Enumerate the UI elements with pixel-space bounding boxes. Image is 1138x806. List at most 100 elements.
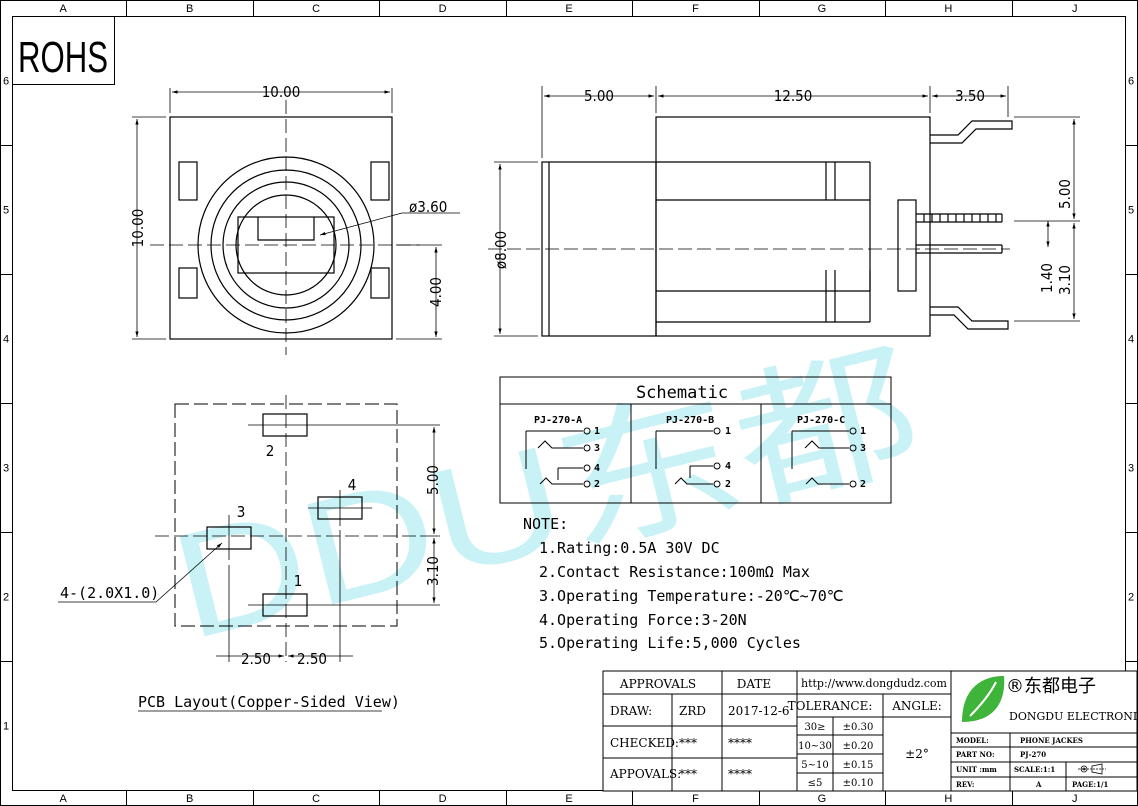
rohs-label: ROHS <box>18 33 108 82</box>
frame-row-label: 3 <box>3 463 9 475</box>
tb-row-label: CHECKED: <box>610 736 679 750</box>
frame-column-label: D <box>439 793 447 805</box>
frame-column-label: G <box>818 793 827 805</box>
side-pin-spacing: 5.00 <box>1056 179 1074 209</box>
schematic-c-pin-1: 1 <box>860 426 866 437</box>
schematic-variant-b-name: PJ-270-B <box>666 415 714 426</box>
pcb-caption: PCB Layout(Copper-Sided View) <box>138 693 400 711</box>
tb-part-label: PART NO: <box>956 750 995 759</box>
frame-column-label: G <box>818 3 827 15</box>
frame-row-label: 5 <box>3 205 9 217</box>
frame-column-label: B <box>186 3 193 15</box>
tb-tol-value: ±0.20 <box>843 741 874 752</box>
title-block-info: MODEL: PHONE JACKES PART NO: PJ-270 UNIT… <box>956 736 1109 789</box>
schematic-box <box>499 376 892 504</box>
schematic-a-pin-2: 2 <box>594 479 600 490</box>
note-item: 3.Operating Temperature:-20℃~70℃ <box>539 587 844 605</box>
tb-rev-label: REV: <box>956 780 974 789</box>
tb-row-label: APPOVALS: <box>609 767 681 781</box>
tb-tol-range: 5~10 <box>801 760 828 771</box>
tb-part-value: PJ-270 <box>1020 750 1046 759</box>
front-view-dims: 10.00 10.00 ø3.60 4.00 <box>129 83 447 307</box>
schematic-c-pin-2: 2 <box>860 479 866 490</box>
tb-row-when: 2017-12-6 <box>728 704 790 718</box>
company-logo: ®东都电子 DONGDU ELECTRONICS <box>962 676 1138 723</box>
side-pin-offset-2: 3.10 <box>1056 265 1074 295</box>
tb-scale: SCALE:1:1 <box>1014 765 1055 774</box>
frame-column-label: A <box>60 3 68 15</box>
rohs-mark: ROHS <box>12 16 115 85</box>
schematic-b-pin-4: 4 <box>725 461 731 472</box>
side-view <box>488 86 1080 337</box>
tb-tol-range: 10~30 <box>798 741 832 752</box>
pcb-layout <box>58 395 440 712</box>
frame-row-label: 5 <box>1128 205 1134 217</box>
pcb-pad-label-2: 2 <box>266 442 275 460</box>
frame-row-label: 6 <box>3 76 9 88</box>
notes: NOTE: 1.Rating:0.5A 30V DC 2.Contact Res… <box>523 515 844 652</box>
frame-column-label: F <box>692 793 699 805</box>
frame-column-label: J <box>1072 793 1078 805</box>
tb-tolerance-header: TOLERANCE: <box>788 699 873 713</box>
frame-row-label: 2 <box>3 592 9 604</box>
note-item: 2.Contact Resistance:100mΩ Max <box>539 563 810 581</box>
schematic-pj270a: PJ-270-A 1 3 4 2 <box>525 415 600 490</box>
title-block <box>602 670 1138 792</box>
side-pin-offset-1: 1.40 <box>1038 263 1056 293</box>
schematic-b-pin-1: 1 <box>725 426 731 437</box>
frame-row-label: 3 <box>1128 463 1134 475</box>
tb-url: http://www.dongdudz.com <box>801 677 948 690</box>
front-hole-dim: ø3.60 <box>409 198 447 216</box>
tb-row-when: **** <box>728 736 752 750</box>
front-view <box>132 88 460 355</box>
frame-row-label: 1 <box>3 721 9 733</box>
side-dim-a: 5.00 <box>584 87 614 105</box>
frame-column-label: E <box>565 3 572 15</box>
schematic-pj270b: PJ-270-B 1 4 2 <box>655 415 731 490</box>
note-item: 5.Operating Life:5,000 Cycles <box>539 634 801 652</box>
front-offset-dim: 4.00 <box>427 277 445 307</box>
side-dim-c: 3.50 <box>955 87 985 105</box>
frame-row-label: 4 <box>3 334 9 346</box>
note-item: 4.Operating Force:3-20N <box>539 611 747 629</box>
pcb-pad-note: 4-(2.0X1.0) <box>60 584 159 602</box>
frame-zone-labels: AABBCCDDEEFFGGHHJJ665544332211 <box>3 3 1134 805</box>
schematic-a-pin-3: 3 <box>594 443 600 454</box>
frame-column-label: E <box>565 793 572 805</box>
tb-rev-value: A <box>1035 780 1042 789</box>
tb-row-label: DRAW: <box>610 704 652 718</box>
tb-page: PAGE:1/1 <box>1072 780 1109 789</box>
tb-row-who: *** <box>679 767 697 781</box>
tb-tol-value: ±0.30 <box>843 722 874 733</box>
front-width-dim: 10.00 <box>262 83 301 101</box>
frame-column-label: C <box>312 3 320 15</box>
pcb-pad-label-4: 4 <box>348 476 357 494</box>
schematic-b-pin-2: 2 <box>725 479 731 490</box>
frame-column-label: A <box>60 793 68 805</box>
frame-column-label: H <box>944 3 952 15</box>
tb-model-value: PHONE JACKES <box>1020 736 1083 745</box>
side-diameter: ø8.00 <box>492 231 510 269</box>
tb-model-label: MODEL: <box>956 736 989 745</box>
title-block-text: APPROVALS DATE http://www.dongdudz.com T… <box>609 677 948 789</box>
company-name-en: DONGDU ELECTRONICS <box>1009 710 1138 723</box>
schematic-variant-c-name: PJ-270-C <box>797 415 845 426</box>
tb-tol-value: ±0.10 <box>843 778 874 789</box>
schematic-a-pin-1: 1 <box>594 426 600 437</box>
frame-column-label: H <box>944 793 952 805</box>
pcb-pad-label-1: 1 <box>294 572 303 590</box>
tb-row-when: **** <box>728 767 752 781</box>
projection-symbol-icon <box>1078 763 1106 775</box>
frame-row-label: 6 <box>1128 76 1134 88</box>
frame-column-label: B <box>186 793 193 805</box>
front-height-dim: 10.00 <box>129 209 147 248</box>
tb-row-who: ZRD <box>679 704 706 718</box>
frame-column-label: J <box>1072 3 1078 15</box>
tb-date-header: DATE <box>737 677 771 691</box>
tb-tol-range: 30≥ <box>804 722 825 733</box>
frame-column-label: F <box>692 3 699 15</box>
frame-row-label: 2 <box>1128 592 1134 604</box>
frame-column-label: C <box>312 793 320 805</box>
